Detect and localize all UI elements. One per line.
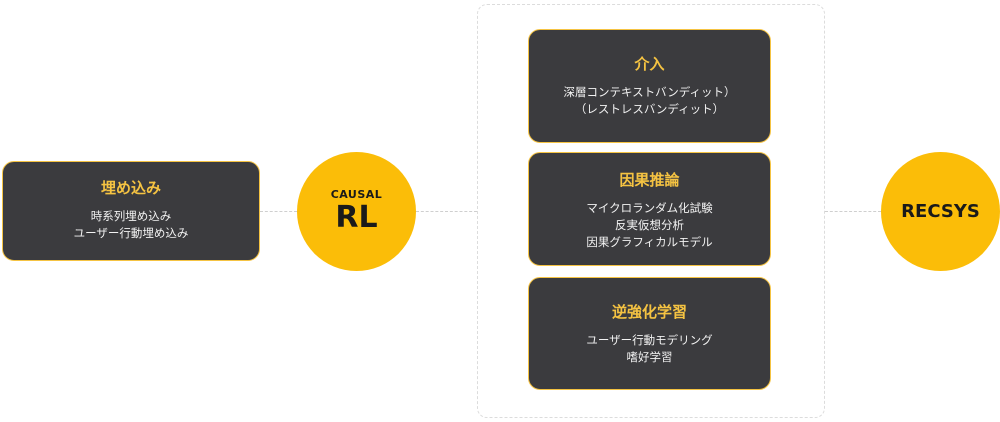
inverse-rl-title: 逆強化学習 <box>611 303 687 321</box>
connector-embedding-to-rl <box>260 211 297 212</box>
inverse-rl-line: 嗜好学習 <box>626 350 673 364</box>
intervention-line: （レストレスバンディット） <box>574 102 725 116</box>
embedding-line: ユーザー行動埋め込み <box>73 226 189 240</box>
inverse-rl-lines: ユーザー行動モデリング 嗜好学習 <box>529 332 770 366</box>
causal-label: CAUSAL <box>330 187 383 201</box>
recsys-circle: RECSYS <box>881 152 1000 271</box>
intervention-title: 介入 <box>634 55 665 73</box>
embedding-line: 時系列埋め込み <box>90 209 172 223</box>
intervention-card: 介入 深層コンテキストバンディット） （レストレスバンディット） <box>528 29 771 143</box>
inverse-rl-card: 逆強化学習 ユーザー行動モデリング 嗜好学習 <box>528 277 771 390</box>
causal-inference-line: 反実仮想分析 <box>615 218 684 232</box>
rl-label: RL <box>335 199 378 235</box>
embedding-title: 埋め込み <box>100 179 161 197</box>
intervention-line: 深層コンテキストバンディット） <box>563 85 736 99</box>
causal-inference-title: 因果推論 <box>619 171 680 189</box>
causal-inference-card: 因果推論 マイクロランダム化試験 反実仮想分析 因果グラフィカルモデル <box>528 152 771 266</box>
connector-rl-to-group <box>416 211 477 212</box>
causal-inference-line: 因果グラフィカルモデル <box>586 235 713 249</box>
method-group-frame <box>477 4 825 418</box>
recsys-label: RECSYS <box>901 200 980 222</box>
causal-inference-line: マイクロランダム化試験 <box>586 201 713 215</box>
embedding-lines: 時系列埋め込み ユーザー行動埋め込み <box>3 208 259 242</box>
connector-group-to-recsys <box>825 211 881 212</box>
intervention-lines: 深層コンテキストバンディット） （レストレスバンディット） <box>529 84 770 118</box>
inverse-rl-line: ユーザー行動モデリング <box>586 333 713 347</box>
causal-rl-circle: CAUSAL RL <box>297 152 416 271</box>
causal-inference-lines: マイクロランダム化試験 反実仮想分析 因果グラフィカルモデル <box>529 200 770 251</box>
embedding-card: 埋め込み 時系列埋め込み ユーザー行動埋め込み <box>2 161 260 261</box>
